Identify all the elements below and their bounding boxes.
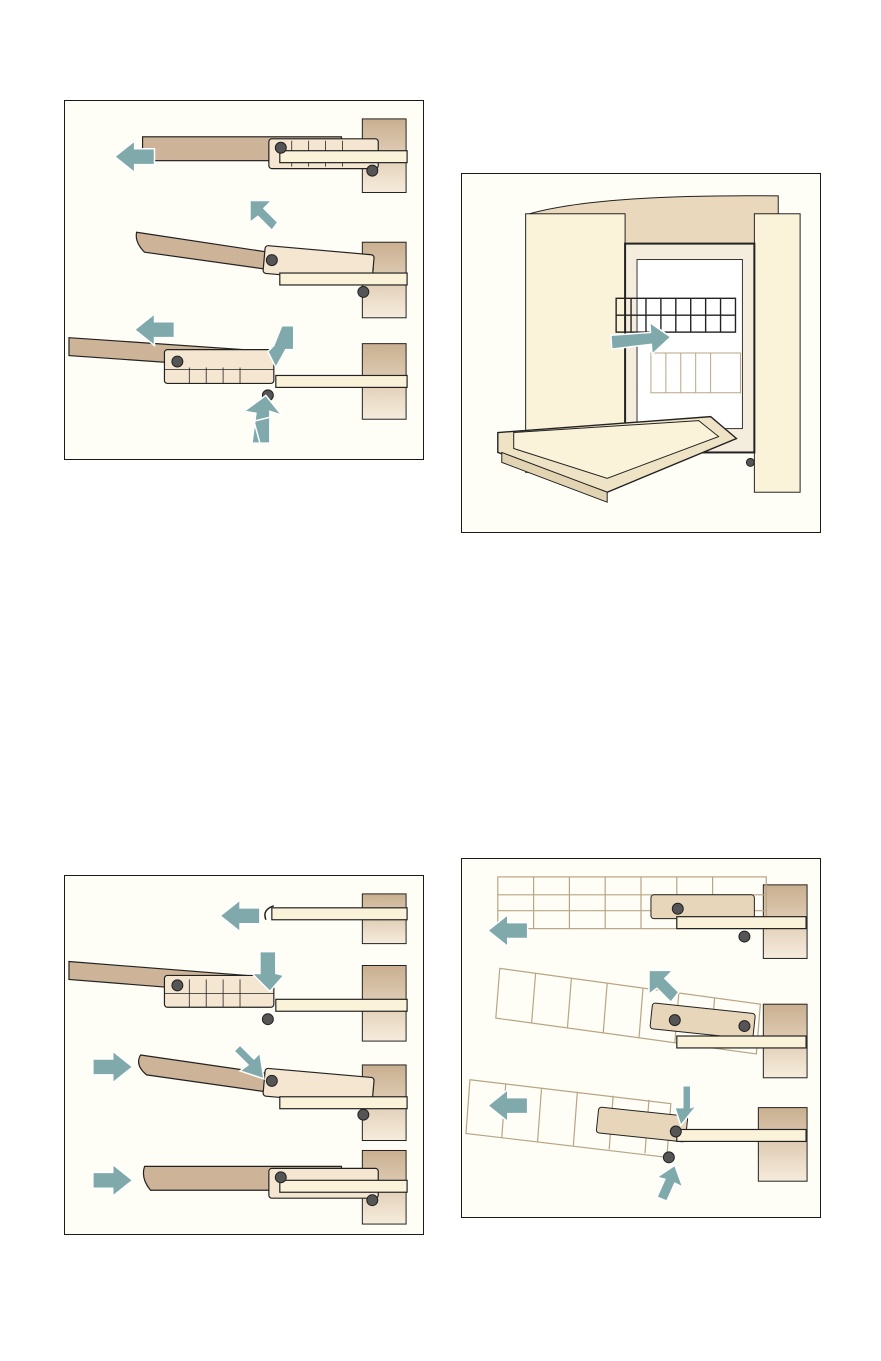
step-2-group <box>69 952 407 1042</box>
roller <box>275 142 286 153</box>
arrow-up-left-icon <box>649 970 679 1002</box>
rail-insertion-illustration <box>64 875 424 1235</box>
arrow-up-icon <box>244 395 282 443</box>
step-2-group <box>136 200 407 317</box>
arrow-down-icon <box>675 1086 697 1126</box>
arrow-left-icon <box>220 900 260 932</box>
step-1-group <box>488 877 807 959</box>
arrow-right-icon <box>93 1051 133 1083</box>
step-4-group <box>93 1150 407 1224</box>
roller <box>358 286 369 297</box>
arrow-left-icon <box>488 1090 528 1122</box>
step-3-group <box>93 1045 407 1140</box>
roller <box>367 165 378 176</box>
step-2-group <box>496 968 807 1077</box>
arrow-up-icon <box>657 1165 683 1201</box>
step-1-group <box>220 894 407 944</box>
dishwasher-illustration <box>461 173 821 533</box>
rail-removal-illustration <box>64 100 424 460</box>
arrow-left-icon <box>135 314 175 346</box>
rail-slide <box>280 151 407 163</box>
basket-removal-illustration <box>461 858 821 1218</box>
arrow-right-icon <box>93 1164 133 1196</box>
arrow-up-left-icon <box>250 200 278 230</box>
roller <box>266 255 277 266</box>
step-3-group <box>466 1080 807 1201</box>
step-1-group <box>115 119 407 193</box>
arrow-left-icon <box>488 915 528 947</box>
step-3-group <box>69 314 407 443</box>
